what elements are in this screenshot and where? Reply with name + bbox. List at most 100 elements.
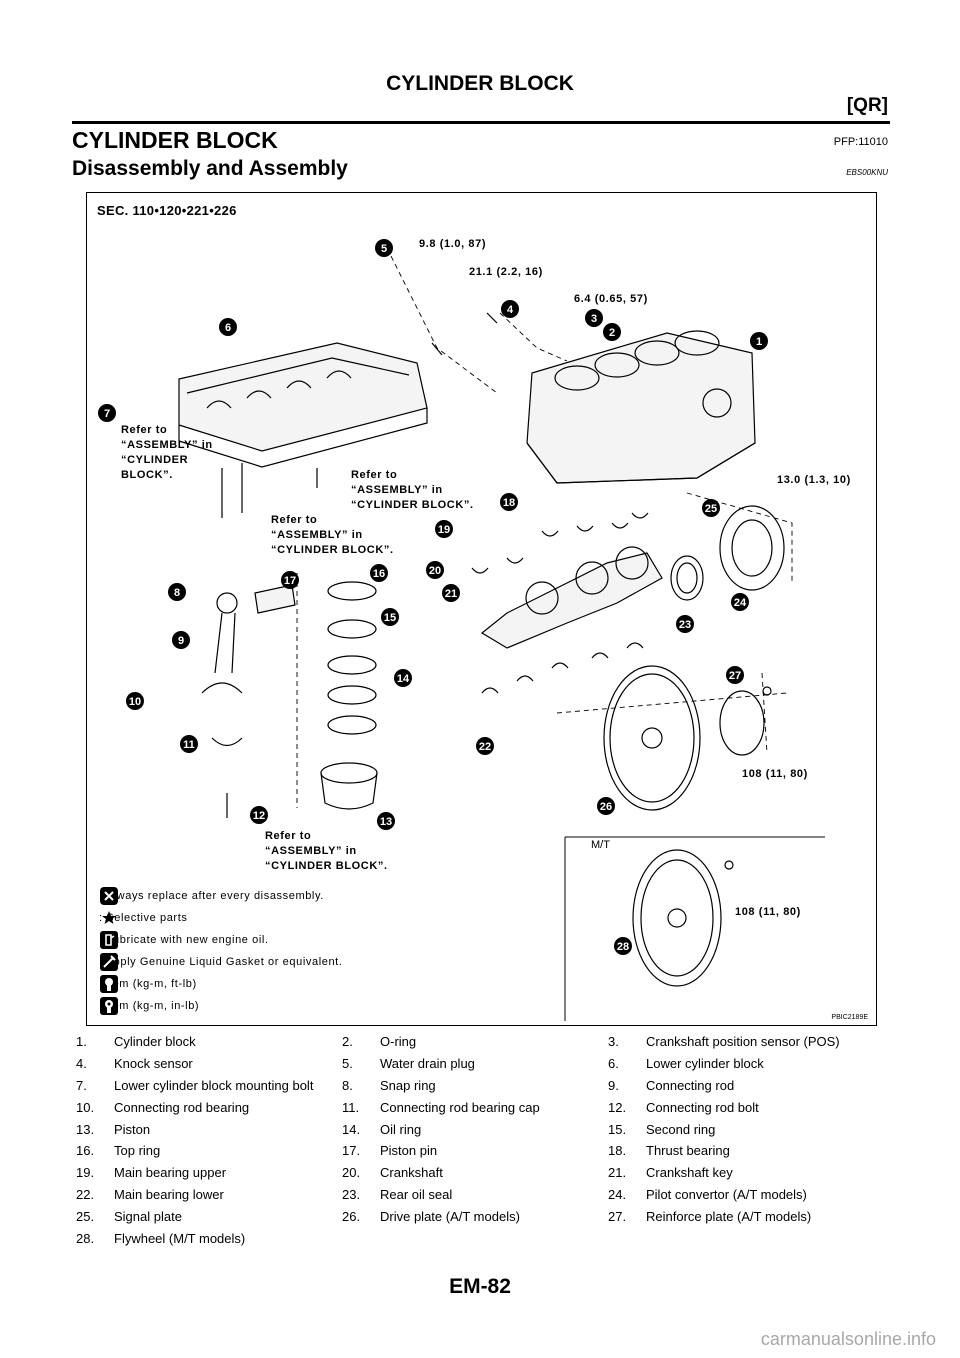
legend-row-selective: : Selective parts <box>99 908 187 928</box>
part-number: 14. <box>342 1121 361 1137</box>
refer-note-b: Refer to “ASSEMBLY” in “CYLINDER BLOCK”. <box>351 469 474 511</box>
callout-22: 22 <box>476 737 494 755</box>
svg-text:4: 4 <box>507 304 514 316</box>
part-name: Connecting rod <box>646 1077 735 1093</box>
refer-note-d: Refer to “ASSEMBLY” in “CYLINDER BLOCK”. <box>265 830 388 872</box>
legend-row-torque-inlb: : N•m (kg-m, in-lb) <box>99 996 199 1016</box>
parts-cell: 18.Thrust bearing <box>604 1140 890 1162</box>
parts-cell: 24.Pilot convertor (A/T models) <box>604 1184 890 1206</box>
callout-12: 12 <box>250 806 268 824</box>
parts-cell: 15.Second ring <box>604 1118 890 1140</box>
svg-text:26: 26 <box>600 801 612 813</box>
part-number: 6. <box>608 1056 619 1072</box>
svg-text:14: 14 <box>397 673 410 685</box>
part-number: 4. <box>76 1056 87 1072</box>
part-name: Connecting rod bearing cap <box>380 1099 540 1115</box>
part-number: 9. <box>608 1077 619 1093</box>
parts-row: 28.Flywheel (M/T models) <box>72 1227 890 1249</box>
callout-21: 21 <box>442 584 460 602</box>
svg-text:11: 11 <box>183 739 195 751</box>
svg-text:21: 21 <box>445 588 457 600</box>
part-name: Connecting rod bearing <box>114 1099 250 1115</box>
parts-cell: 19.Main bearing upper <box>72 1162 338 1184</box>
part-name: Flywheel (M/T models) <box>114 1230 246 1246</box>
callout-7: 7 <box>98 404 116 422</box>
svg-text:27: 27 <box>729 670 741 682</box>
part-name: Reinforce plate (A/T models) <box>646 1208 812 1224</box>
part-number: 27. <box>608 1208 627 1224</box>
svg-text:1: 1 <box>756 336 762 348</box>
callout-25: 25 <box>702 499 720 517</box>
page-number: EM-82 <box>449 1275 511 1298</box>
part-number: 17. <box>342 1143 361 1159</box>
part-name: Piston pin <box>380 1143 438 1159</box>
parts-cell: 23.Rear oil seal <box>338 1184 604 1206</box>
parts-cell <box>604 1227 890 1249</box>
part-name: Main bearing upper <box>114 1165 227 1181</box>
part-number: 12. <box>608 1099 627 1115</box>
svg-text:10: 10 <box>129 696 141 708</box>
part-name: Crankshaft <box>380 1165 443 1181</box>
section-code: PFP:11010 <box>833 136 888 148</box>
oil-can-icon <box>100 931 118 949</box>
parts-cell: 5.Water drain plug <box>338 1053 604 1075</box>
svg-text:17: 17 <box>284 575 296 587</box>
parts-cell: 14.Oil ring <box>338 1118 604 1140</box>
callout-18: 18 <box>500 493 518 511</box>
part-name: Water drain plug <box>380 1056 475 1072</box>
parts-cell: 22.Main bearing lower <box>72 1184 338 1206</box>
parts-cell: 7.Lower cylinder block mounting bolt <box>72 1075 338 1097</box>
svg-text:15: 15 <box>384 612 396 624</box>
torque-wrench-icon <box>100 975 118 993</box>
svg-text:16: 16 <box>373 568 385 580</box>
legend-row-replace: : Always replace after every disassembly… <box>99 886 324 906</box>
parts-cell: 20. Crankshaft <box>338 1162 604 1184</box>
svg-text:25: 25 <box>705 503 717 515</box>
callout-20: 20 <box>426 561 444 579</box>
callout-10: 10 <box>126 692 144 710</box>
torque-label-4: 21.1 (2.2, 16) <box>469 266 543 278</box>
part-name: O-ring <box>380 1034 417 1050</box>
part-number: 7. <box>76 1077 87 1093</box>
cylinder-block-drawing <box>526 330 756 484</box>
part-number: 18. <box>608 1143 627 1159</box>
svg-text:12: 12 <box>253 810 265 822</box>
torque-wrench-inlb-icon <box>100 997 118 1015</box>
page-header-title: CYLINDER BLOCK <box>386 72 574 95</box>
legend-text: : Lubricate with new engine oil. <box>99 934 269 946</box>
torque-label-5: 9.8 (1.0, 87) <box>419 238 487 250</box>
refer-note-a: Refer to “ASSEMBLY” in “CYLINDER BLOCK”. <box>121 424 213 481</box>
part-name: Knock sensor <box>114 1056 193 1072</box>
part-number: 26. <box>342 1208 361 1224</box>
parts-cell: 9. Connecting rod <box>604 1075 890 1097</box>
callout-8: 8 <box>168 583 186 601</box>
part-number: 20. <box>342 1165 361 1181</box>
callout-13: 13 <box>377 812 395 830</box>
part-name: Second ring <box>646 1121 716 1137</box>
callout-27: 27 <box>726 666 744 684</box>
svg-text:6: 6 <box>225 322 231 334</box>
part-number: 23. <box>342 1186 361 1202</box>
callout-17: 17 <box>281 571 299 589</box>
svg-text:28: 28 <box>617 941 629 953</box>
part-name: Snap ring <box>380 1077 436 1093</box>
drive-plate-drawing <box>603 665 701 811</box>
svg-text:7: 7 <box>104 408 110 420</box>
parts-cell: 11.Connecting rod bearing cap <box>338 1096 604 1118</box>
parts-cell: 6.Lower cylinder block <box>604 1053 890 1075</box>
replace-icon <box>100 887 118 905</box>
part-name: Signal plate <box>114 1208 182 1224</box>
part-number: 10. <box>76 1099 95 1115</box>
legend-row-gasket: : Apply Genuine Liquid Gasket or equival… <box>99 952 342 972</box>
parts-cell: 3.Crankshaft position sensor (POS) <box>604 1031 890 1053</box>
parts-row: 10. Connecting rod bearing 11.Connecting r… <box>72 1096 890 1118</box>
callout-24: 24 <box>731 593 749 611</box>
